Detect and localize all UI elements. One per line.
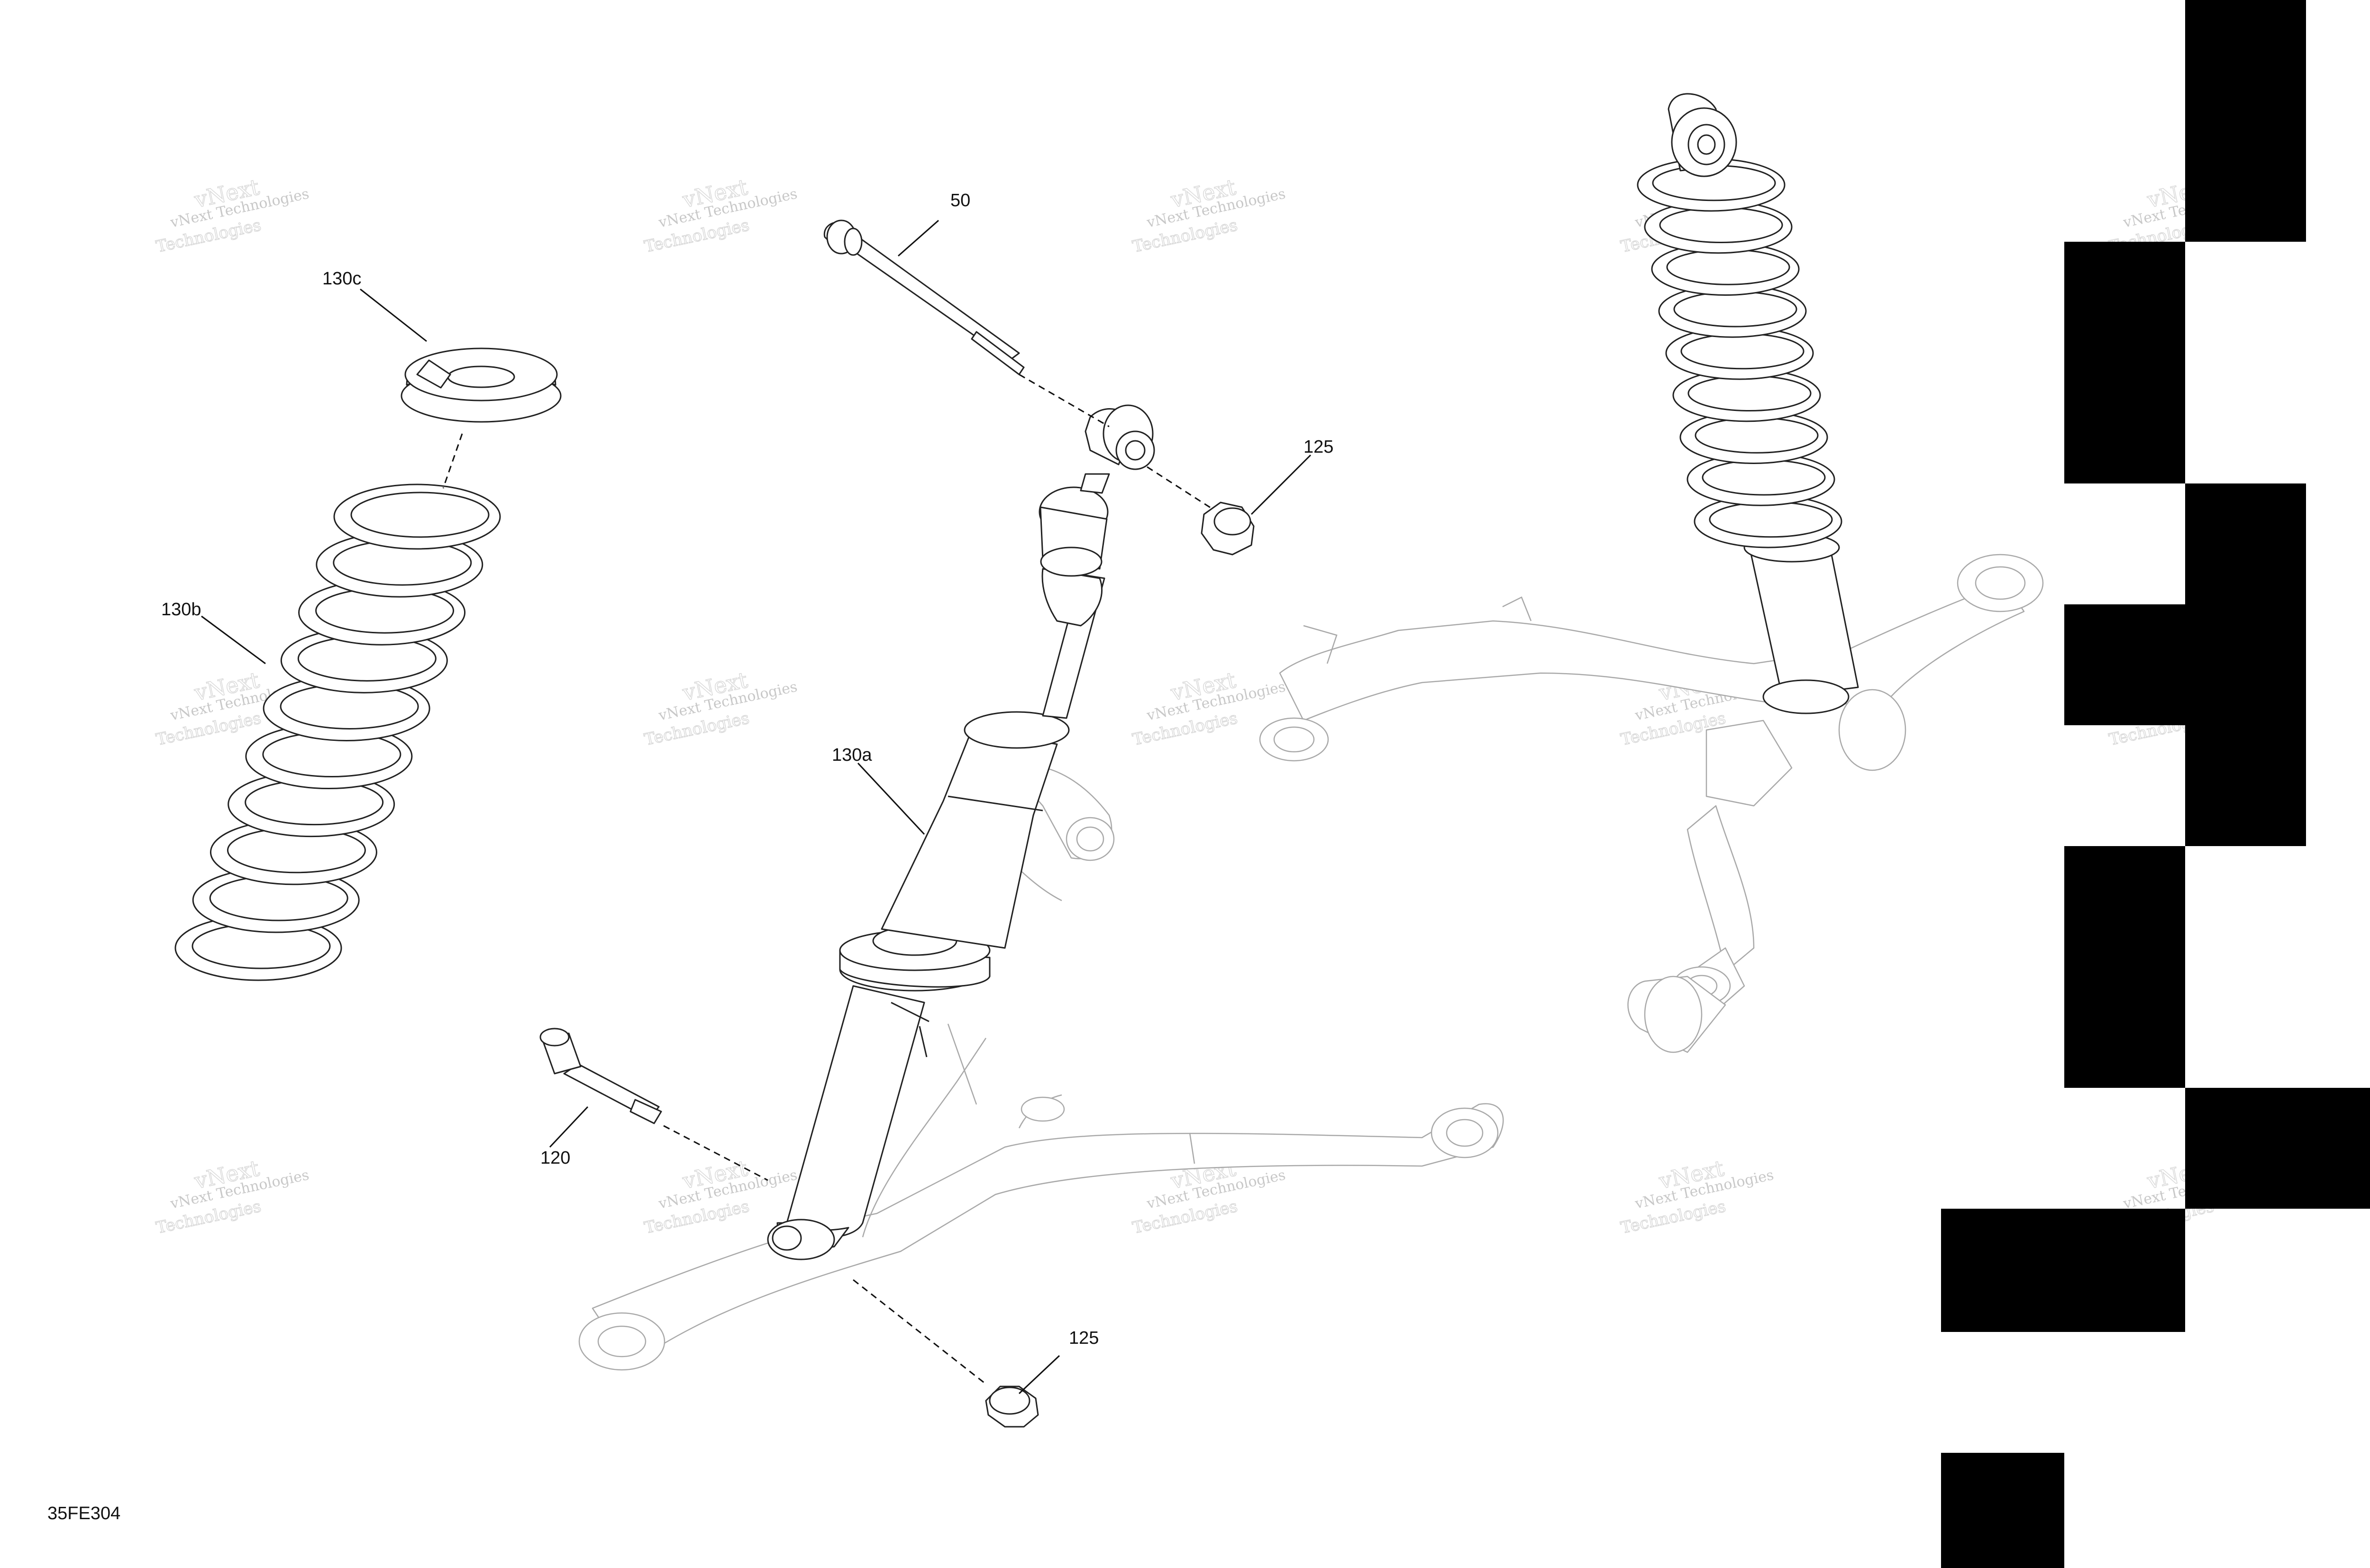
callout-130b: 130b [161,600,201,620]
spring-coil-inner [1687,375,1812,412]
spring-coil-inner [1673,291,1797,328]
leader-130a [857,762,925,835]
leader-50 [898,219,939,257]
callout-120: 120 [540,1148,570,1168]
nut-125-bottom [985,1386,1039,1428]
assembled-suspension-view [1259,532,2044,1053]
spring-coil-inner [1709,501,1833,538]
nut-125-top [1201,501,1255,556]
spring-coil-inner [1702,459,1826,496]
checker-block [1941,1209,2185,1332]
callout-50: 50 [950,191,970,210]
watermark: vNext vNext Technologies Technologies [642,666,799,749]
checker-block [2185,1088,2370,1209]
axis-line-50 [1019,374,1110,428]
spring-coil-inner [1666,249,1790,285]
spring-coil-inner [350,492,490,538]
watermark: vNext vNext Technologies Technologies [1130,173,1287,256]
callout-125-bottom: 125 [1069,1328,1099,1348]
spring-coil-inner [1659,207,1783,244]
checker-pattern [1941,0,2370,1568]
leader-125-bottom [1018,1355,1060,1395]
callouts: 50 125 130a 130b 130c 120 125 [161,191,1333,1348]
diagram-code: 35FE304 [47,1504,120,1523]
watermark: vNext vNext Technologies Technologies [642,173,799,256]
axis-line-125-bottom [853,1279,986,1385]
coil-spring-130b [174,483,501,981]
checker-block [2064,242,2185,483]
watermark: vNext vNext Technologies Technologies [1619,1155,1775,1238]
spring-coil-inner [1695,417,1819,454]
bolt-120 [539,1028,662,1124]
spring-retainer-130c [401,347,562,423]
bolt-50 [823,219,1025,375]
watermark: vNext vNext Technologies Technologies [154,1155,310,1238]
callout-130c: 130c [322,269,361,289]
axis-line-130c [442,433,463,489]
checker-block [2064,846,2185,1088]
shock-absorber-130a [767,404,1155,1260]
assembled-coil-spring [1637,158,1842,548]
leader-130c [360,288,427,342]
callout-130a: 130a [832,745,872,765]
spring-coil-inner [1680,333,1805,370]
watermarks: vNext vNext Technologies Technologies vN… [154,173,2263,1238]
callout-125-top: 125 [1304,437,1333,457]
leader-lines [201,219,1312,1395]
leader-130b [201,615,266,665]
lower-a-arm-left [578,765,1504,1371]
watermark: vNext vNext Technologies Technologies [154,173,310,256]
checker-block [2185,0,2306,242]
checker-block [2185,483,2306,846]
leader-125-top [1250,454,1312,515]
checker-block [1941,1453,2064,1568]
axis-line-125-top [1147,466,1214,511]
assembled-shock-top-eye [1668,93,1737,177]
leader-120 [549,1106,589,1148]
axis-line-120 [663,1125,768,1181]
checker-block [2064,604,2185,725]
